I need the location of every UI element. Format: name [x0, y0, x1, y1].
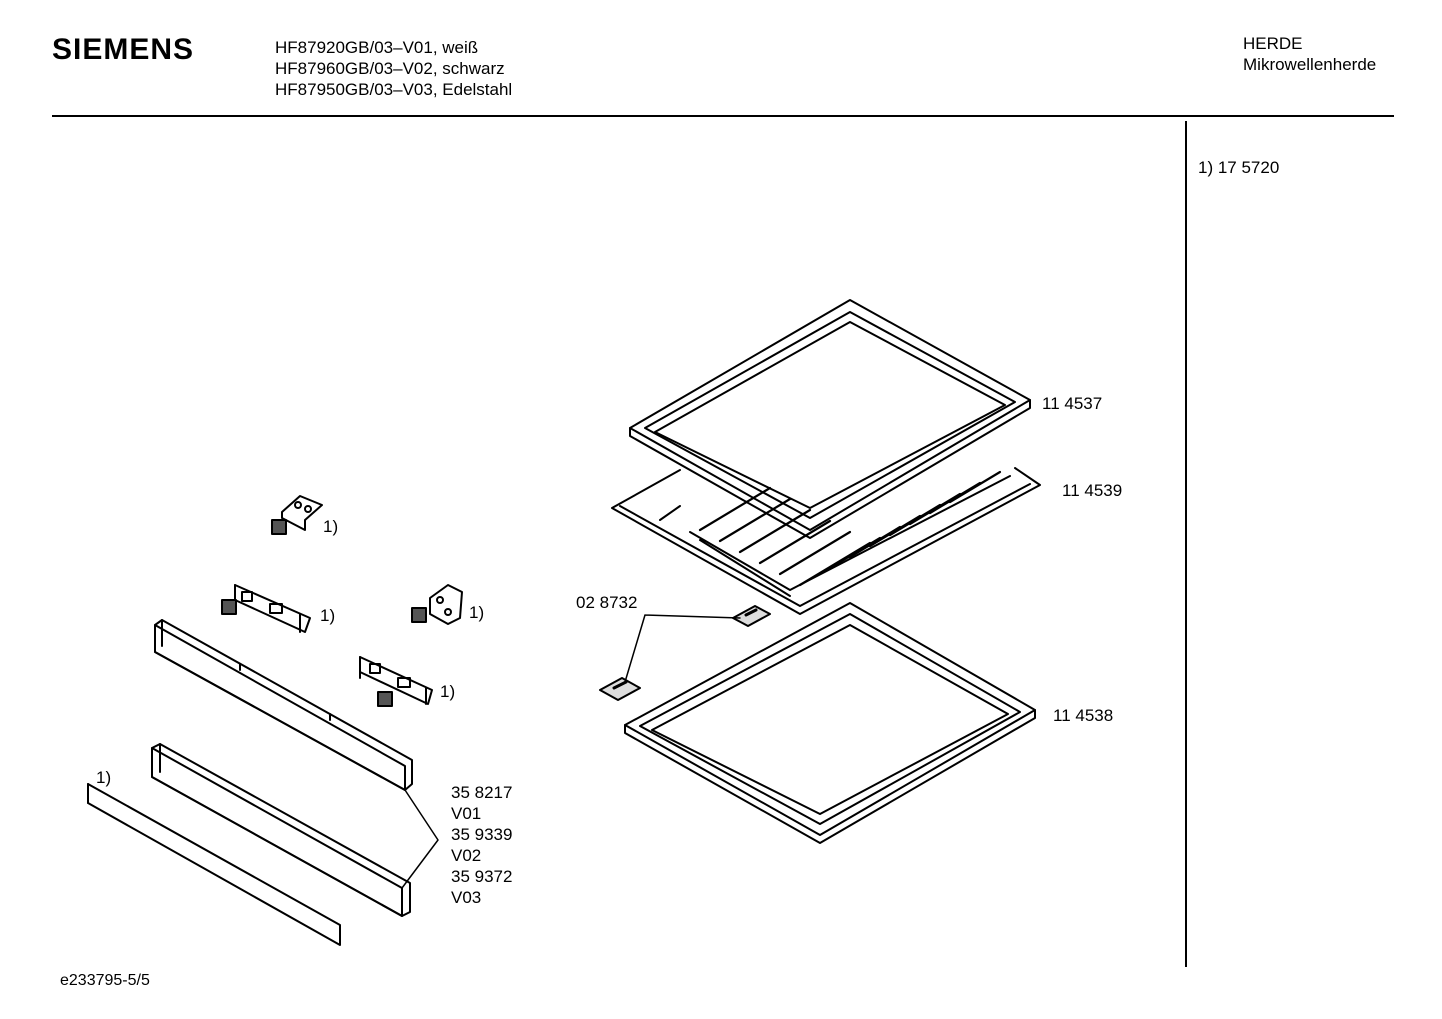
label-tray-slide: 02 8732 [576, 593, 638, 612]
footnote-reference: 1) 17 5720 [1198, 158, 1280, 177]
category-title: HERDE [1243, 34, 1303, 53]
hinge-bracket-lower-drawing [359, 656, 433, 707]
document-id: e233795-5/5 [60, 972, 150, 989]
tray-slide-drawing [599, 605, 771, 701]
trim-number-list: 35 8217 V01 35 9339 V02 35 9372 V03 [451, 782, 512, 908]
label-baking-tray: 11 4537 [1042, 394, 1103, 413]
trim-number-v02: 35 9339 [451, 825, 513, 844]
header-divider [52, 115, 1394, 117]
hinge-bracket-top-drawing [271, 495, 323, 535]
label-grill-rack: 11 4539 [1062, 481, 1123, 500]
hinge-bracket-right-drawing [411, 584, 463, 625]
door-trim-drawing [87, 619, 439, 946]
brand-logo: SIEMENS [52, 33, 195, 66]
sidebar-divider [1185, 121, 1187, 967]
label-strip: 1) [96, 768, 112, 787]
category-block: HERDE Mikrowellenherde [1243, 33, 1376, 75]
label-universal-pan: 11 4538 [1053, 706, 1114, 725]
label-bracket-top: 1) [323, 517, 339, 536]
model-list: HF87920GB/03–V01, weiß HF87960GB/03–V02,… [275, 37, 512, 100]
model-line-v03: HF87950GB/03–V03, Edelstahl [275, 80, 513, 99]
grill-rack-drawing [611, 467, 1041, 615]
baking-tray-drawing [629, 299, 1031, 539]
trim-variant-v02: V02 [451, 846, 482, 865]
label-bracket-lower: 1) [440, 682, 456, 701]
hinge-bracket-left-drawing [221, 584, 311, 633]
trim-variant-v01: V01 [451, 804, 482, 823]
trim-number-v03: 35 9372 [451, 867, 513, 886]
trim-variant-v03: V03 [451, 888, 482, 907]
model-line-v02: HF87960GB/03–V02, schwarz [275, 59, 505, 78]
label-bracket-left: 1) [320, 606, 336, 625]
category-subtitle: Mikrowellenherde [1243, 55, 1377, 74]
label-bracket-right: 1) [469, 603, 485, 622]
universal-pan-drawing [624, 602, 1036, 844]
model-line-v01: HF87920GB/03–V01, weiß [275, 38, 479, 57]
trim-number-v01: 35 8217 [451, 783, 513, 802]
